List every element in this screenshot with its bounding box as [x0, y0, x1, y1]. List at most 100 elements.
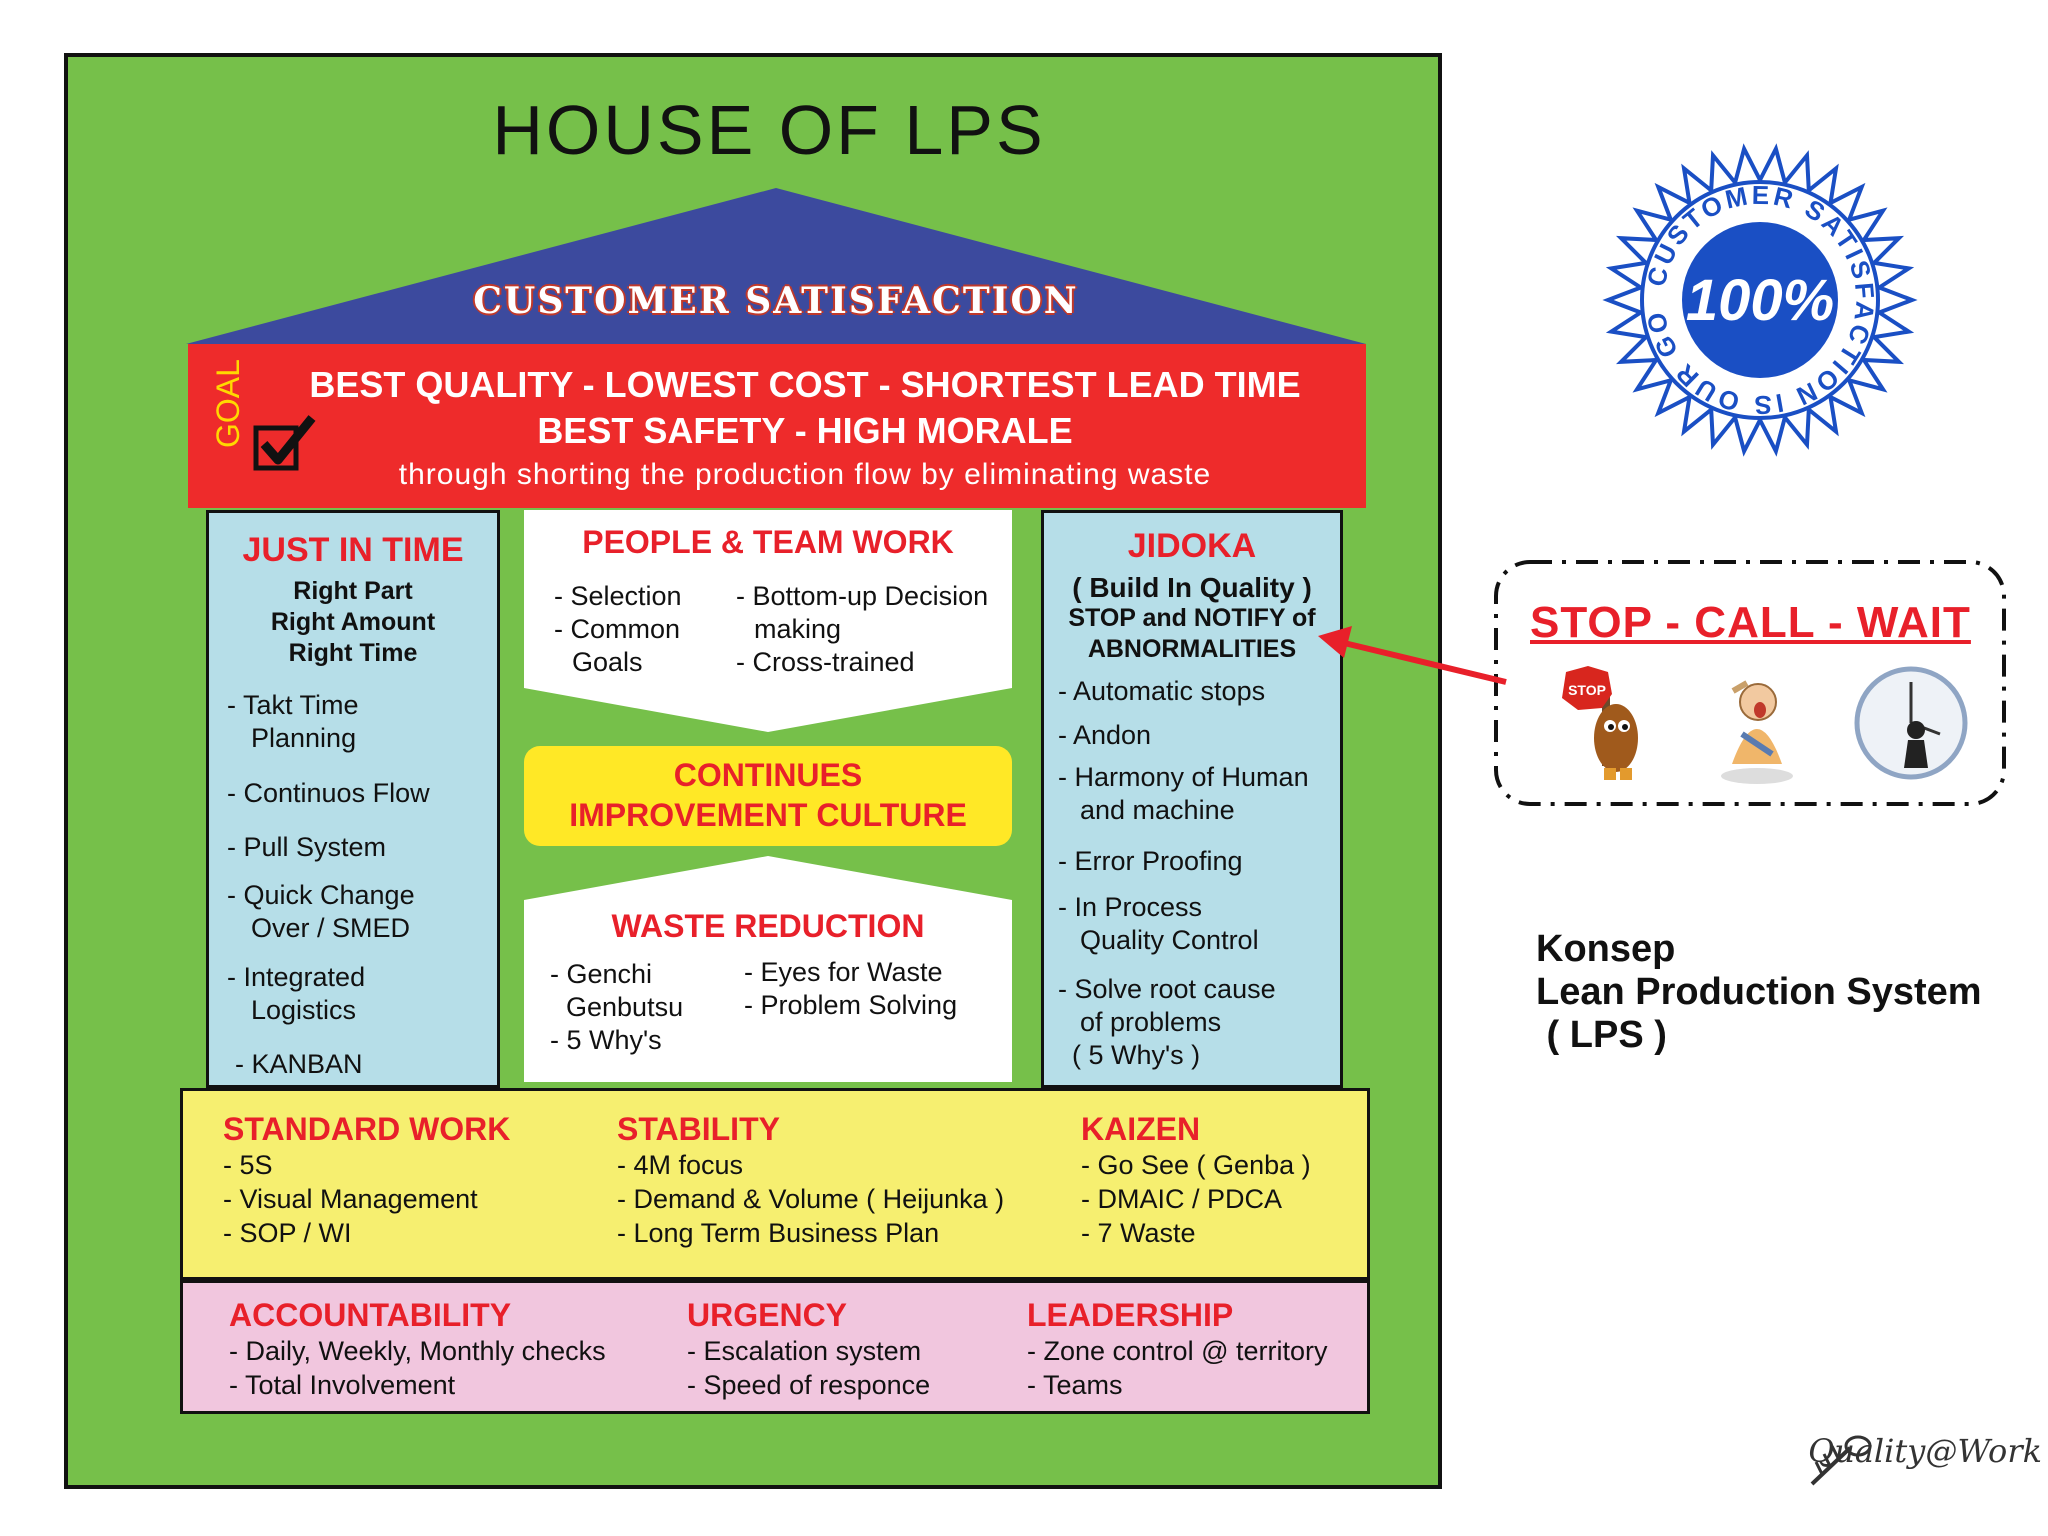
jit-sub-line: Right Time — [288, 639, 418, 667]
stability-item: - Demand & Volume ( Heijunka ) — [617, 1184, 1005, 1214]
jidoka-item: - Andon — [1058, 720, 1152, 750]
jidoka-sub-line: ( Build In Quality ) — [1072, 572, 1312, 603]
stop-call-wait-box — [1494, 560, 2006, 806]
people-left-item: Goals — [572, 647, 643, 677]
urgency-block: URGENCY - Escalation system - Speed of r… — [687, 1297, 930, 1402]
stability-title: STABILITY — [617, 1111, 780, 1147]
goal-band — [188, 344, 1366, 508]
urgency-title: URGENCY — [687, 1297, 848, 1333]
waste-shape — [524, 856, 1012, 1082]
kaizen-block: KAIZEN - Go See ( Genba ) - DMAIC / PDCA… — [1081, 1111, 1311, 1250]
people-left-item: - Selection — [554, 581, 682, 611]
continuous-improvement-box: CONTINUES IMPROVEMENT CULTURE — [524, 746, 1012, 846]
jidoka-item: ( 5 Why's ) — [1072, 1040, 1201, 1070]
waste-left-item: Genbutsu — [566, 992, 684, 1022]
jit-item: - Quick Change — [227, 880, 415, 910]
accountability-item: - Total Involvement — [229, 1370, 456, 1400]
leadership-title: LEADERSHIP — [1027, 1297, 1234, 1333]
jidoka-item: - Error Proofing — [1058, 846, 1243, 876]
jidoka-item: - Harmony of Human — [1058, 762, 1309, 792]
people-right-item: making — [754, 614, 842, 644]
jit-item: Planning — [251, 723, 357, 753]
foundation-yellow: STANDARD WORK - 5S - Visual Management -… — [180, 1088, 1370, 1280]
jidoka-item: - Solve root cause — [1058, 974, 1276, 1004]
seal-center-text: 100% — [1686, 268, 1834, 333]
jidoka-item: and machine — [1080, 795, 1235, 825]
accountability-title: ACCOUNTABILITY — [229, 1297, 512, 1333]
standard-work-title: STANDARD WORK — [223, 1111, 511, 1147]
jit-sub-line: Right Part — [293, 577, 413, 605]
people-left-item: - Common — [554, 614, 681, 644]
jit-item: Over / SMED — [251, 913, 411, 943]
urgency-item: - Speed of responce — [687, 1370, 931, 1400]
kaizen-item: - Go See ( Genba ) — [1081, 1150, 1311, 1180]
konsep-line: Konsep — [1536, 928, 1676, 970]
goal-line-2: BEST SAFETY - HIGH MORALE — [537, 410, 1073, 451]
pillar-jidoka: JIDOKA ( Build In Quality ) STOP and NOT… — [1041, 510, 1343, 1088]
jit-item: - Pull System — [227, 832, 387, 862]
jidoka-title: JIDOKA — [1127, 527, 1257, 565]
jit-item: - KANBAN — [235, 1049, 363, 1079]
stability-block: STABILITY - 4M focus - Demand & Volume (… — [617, 1111, 1004, 1250]
jit-title: JUST IN TIME — [242, 531, 464, 569]
goal-word: GOAL — [210, 359, 246, 448]
goal-line-3: through shorting the production flow by … — [398, 458, 1212, 491]
roof-label: CUSTOMER SATISFACTION — [473, 280, 1079, 322]
standard-work-item: - 5S — [223, 1150, 273, 1180]
waste-right-item: - Problem Solving — [744, 990, 958, 1020]
standard-work-block: STANDARD WORK - 5S - Visual Management -… — [223, 1111, 510, 1250]
people-right-item: - Bottom-up Decision — [736, 581, 989, 611]
satisfaction-seal-icon: CUSTOMER SATISFACTION IS OUR GOAL 100% — [1600, 140, 1918, 457]
stop-sign-text: STOP — [1568, 682, 1606, 698]
jidoka-item: - Automatic stops — [1058, 676, 1266, 706]
jidoka-sub-line: ABNORMALITIES — [1087, 635, 1297, 663]
leadership-block: LEADERSHIP - Zone control @ territory - … — [1027, 1297, 1328, 1402]
jit-item: - Integrated — [227, 962, 366, 992]
calling-person-icon — [1721, 680, 1793, 784]
arrow-icon — [1318, 626, 1507, 685]
konsep-line: Lean Production System — [1536, 971, 1982, 1013]
people-title: PEOPLE & TEAM WORK — [582, 524, 954, 560]
urgency-item: - Escalation system — [687, 1336, 922, 1366]
roof-triangle — [186, 188, 1366, 344]
people-right-item: - Cross-trained — [736, 647, 915, 677]
standard-work-item: - SOP / WI — [223, 1218, 352, 1248]
stop-sign-icon: STOP — [1562, 666, 1638, 780]
accountability-item: - Daily, Weekly, Monthly checks — [229, 1336, 606, 1366]
leadership-item: - Teams — [1027, 1370, 1123, 1400]
jit-item: - Continuos Flow — [227, 778, 430, 808]
people-shape — [524, 510, 1012, 732]
jit-item: - Takt Time — [227, 690, 359, 720]
jit-sub: Right Part Right Amount Right Time — [209, 576, 497, 669]
quality-at-work-logo: Quality@Work — [1808, 1432, 2042, 1470]
foundation-pink: ACCOUNTABILITY - Daily, Weekly, Monthly … — [180, 1280, 1370, 1414]
standard-work-item: - Visual Management — [223, 1184, 478, 1214]
jit-item: Logistics — [251, 995, 357, 1025]
accountability-block: ACCOUNTABILITY - Daily, Weekly, Monthly … — [229, 1297, 606, 1402]
clock-waiting-icon — [1854, 666, 1968, 780]
jidoka-sub: ( Build In Quality ) STOP and NOTIFY of … — [1044, 572, 1340, 665]
fish-bone-logo-icon — [1810, 1435, 1872, 1486]
ciu-line-2: IMPROVEMENT CULTURE — [569, 797, 967, 833]
leadership-item: - Zone control @ territory — [1027, 1336, 1328, 1366]
stability-item: - Long Term Business Plan — [617, 1218, 940, 1248]
stability-item: - 4M focus — [617, 1150, 744, 1180]
ciu-line-1: CONTINUES — [673, 757, 863, 793]
waste-title: WASTE REDUCTION — [611, 908, 925, 944]
kaizen-title: KAIZEN — [1081, 1111, 1201, 1147]
konsep-line: ( LPS ) — [1536, 1014, 1667, 1056]
checkbox-icon — [253, 415, 316, 471]
stop-call-wait-title: STOP - CALL - WAIT — [1530, 598, 1971, 647]
konsep-label: Konsep Lean Production System ( LPS ) — [1536, 928, 1982, 1057]
pillar-just-in-time: JUST IN TIME Right Part Right Amount Rig… — [206, 510, 500, 1088]
kaizen-item: - DMAIC / PDCA — [1081, 1184, 1283, 1214]
jit-sub-line: Right Amount — [270, 608, 436, 636]
waste-left-item: - 5 Why's — [550, 1025, 662, 1055]
jidoka-item: Quality Control — [1080, 925, 1259, 955]
kaizen-item: - 7 Waste — [1081, 1218, 1196, 1248]
waste-right-item: - Eyes for Waste — [744, 957, 943, 987]
jidoka-sub-line: STOP and NOTIFY of — [1068, 604, 1316, 632]
jidoka-item: of problems — [1080, 1007, 1222, 1037]
jidoka-item: - In Process — [1058, 892, 1203, 922]
goal-line-1: BEST QUALITY - LOWEST COST - SHORTEST LE… — [309, 364, 1301, 405]
